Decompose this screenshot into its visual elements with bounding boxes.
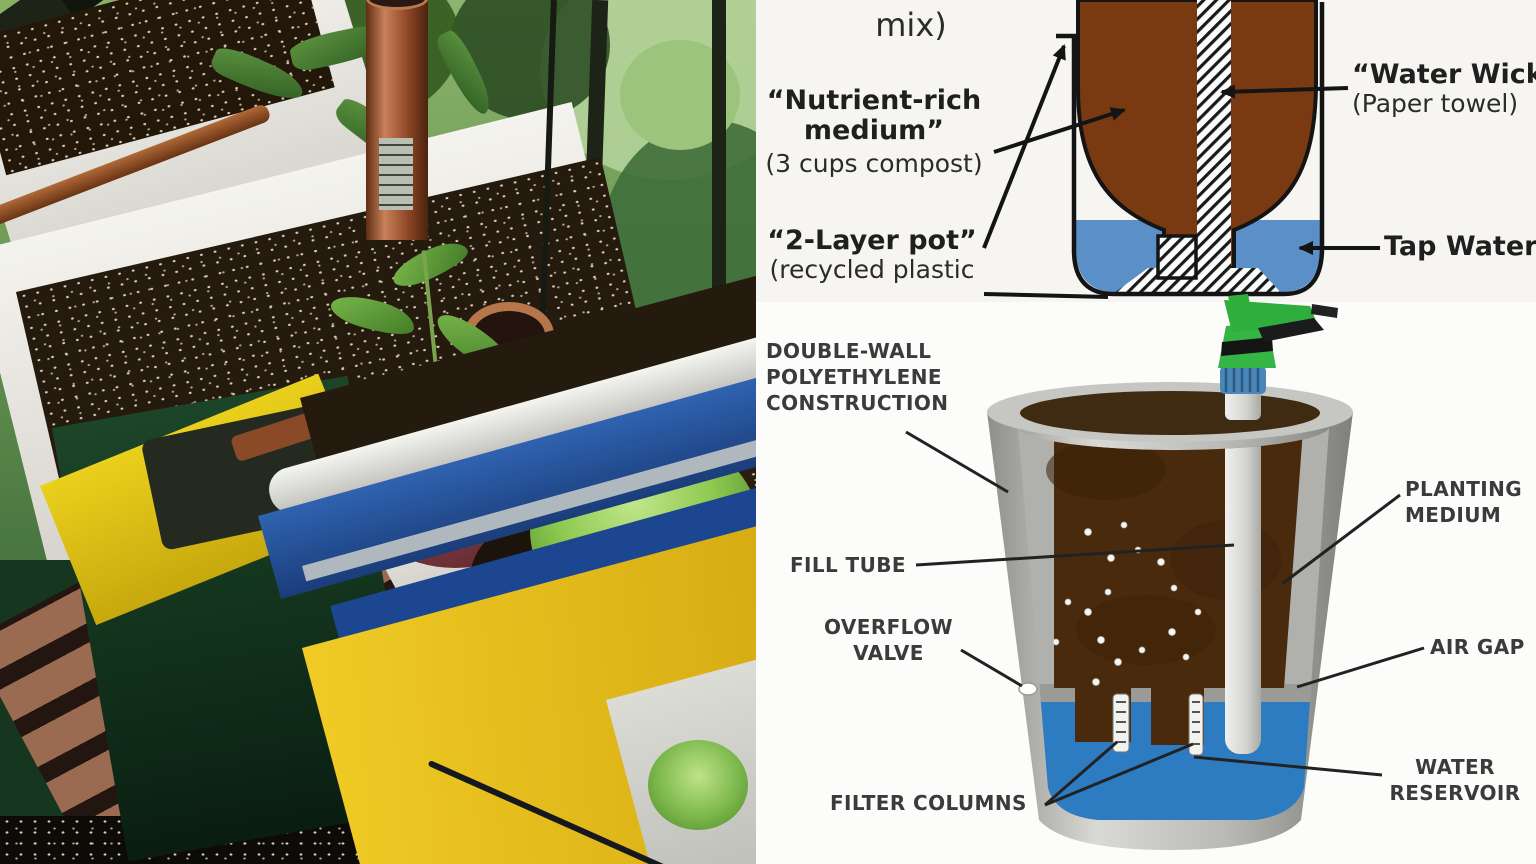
label-line: CONSTRUCTION [766, 391, 949, 415]
label-line: DOUBLE-WALL [766, 339, 932, 363]
label-line: “2-Layer pot” [767, 225, 977, 256]
label-line: PLANTING [1405, 477, 1523, 501]
window-frame-bar [712, 0, 726, 310]
water-droplets [1052, 521, 1202, 686]
label-mix-partial: mix) [875, 6, 947, 44]
label-line: “Nutrient-rich [766, 85, 982, 116]
label-tap-water: Tap Water [1384, 231, 1536, 262]
label-line: (recycled plastic [769, 255, 975, 285]
label-line: (Paper towel) [1352, 89, 1519, 119]
label-overflow-valve: OVERFLOW VALVE [811, 614, 966, 666]
label-planting-medium: PLANTING MEDIUM [1405, 476, 1522, 528]
lettuce-small [648, 740, 748, 830]
greenhouse-photo [0, 0, 756, 864]
label-line: POLYETHYLENE [766, 365, 942, 389]
label-water-reservoir: WATER RESERVOIR [1374, 754, 1536, 806]
label-double-wall: DOUBLE-WALL POLYETHYLENE CONSTRUCTION [766, 338, 948, 416]
diagram-panel: mix) “Nutrient-rich medium” (3 cups comp… [756, 0, 1536, 864]
pipe-label-sticker [374, 132, 418, 216]
label-line: VALVE [853, 641, 924, 665]
self-watering-pot-diagram [905, 294, 1425, 850]
label-line: “Water Wick [1352, 59, 1536, 90]
label-line: medium” [803, 115, 945, 147]
label-line: OVERFLOW [824, 615, 953, 639]
label-line: (3 cups compost) [765, 149, 983, 179]
overflow-valve-hole [1018, 682, 1038, 696]
label-nutrient-medium: “Nutrient-rich medium” (3 cups compost) [756, 85, 992, 179]
label-line: RESERVOIR [1389, 781, 1521, 805]
label-line: WATER [1415, 755, 1495, 779]
label-2-layer-pot: “2-Layer pot” (recycled plastic [756, 225, 988, 285]
label-water-wick: “Water Wick (Paper towel) [1352, 59, 1536, 119]
label-filter-columns: FILTER COLUMNS [830, 791, 1027, 815]
label-air-gap: AIR GAP [1430, 635, 1525, 659]
hose-nozzle [1218, 294, 1338, 368]
bottle-planter-diagram [982, 0, 1380, 299]
label-line: MEDIUM [1405, 503, 1502, 527]
diagram-drawing [905, 0, 1425, 850]
label-fill-tube: FILL TUBE [790, 553, 906, 577]
